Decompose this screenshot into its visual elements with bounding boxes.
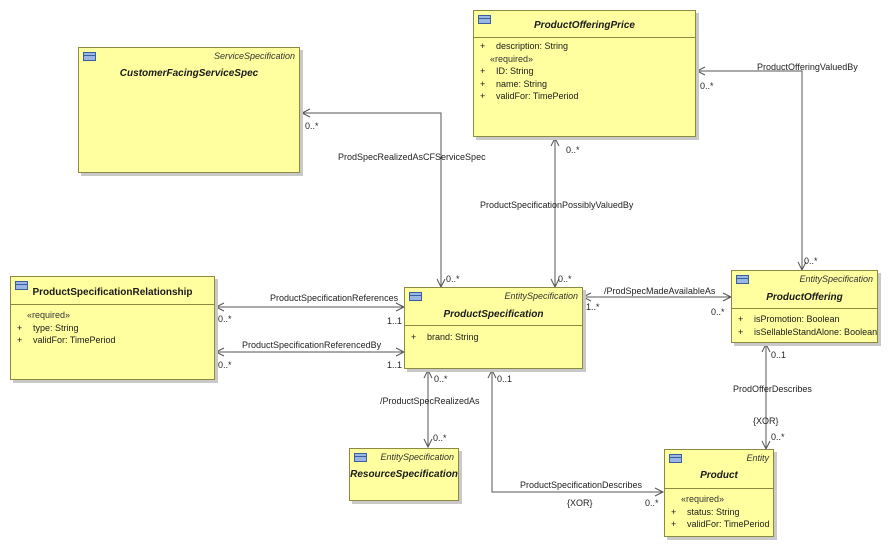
multiplicity: 0..* — [446, 274, 460, 284]
attribute-list: «required» +status: String +validFor: Ti… — [671, 493, 770, 531]
multiplicity: 0..* — [434, 374, 448, 384]
class-product-specification-relationship[interactable]: ProductSpecificationRelationship «requir… — [10, 276, 215, 380]
assoc-realized-as-cf-line — [302, 112, 442, 287]
attribute: +type: String — [17, 322, 79, 333]
assoc-label-made-available-as: /ProdSpecMadeAvailableAs — [604, 286, 716, 296]
compartment-separator — [732, 308, 877, 309]
multiplicity: 0..1 — [497, 374, 513, 384]
stereotype: Entity — [746, 453, 769, 463]
class-name: CustomerFacingServiceSpec — [119, 68, 259, 79]
multiplicity: 0..* — [433, 433, 447, 443]
assoc-offering-valued-by-line — [697, 70, 803, 270]
class-icon — [354, 453, 367, 462]
stereotype-required: «required» — [681, 494, 725, 504]
attribute: +validFor: TimePeriod — [671, 519, 770, 529]
multiplicity: 0..* — [771, 432, 785, 442]
compartment-separator — [405, 325, 582, 326]
multiplicity: 1..* — [586, 302, 600, 312]
multiplicity: 0..* — [700, 81, 714, 91]
attribute: +validFor: TimePeriod — [480, 91, 579, 101]
class-icon — [478, 15, 491, 24]
attribute: +validFor: TimePeriod — [17, 335, 116, 345]
assoc-label-referenced-by: ProductSpecificationReferencedBy — [242, 340, 382, 350]
class-name: ProductSpecificationRelationship — [32, 287, 193, 298]
assoc-label-possibly-valued-by: ProductSpecificationPossiblyValuedBy — [480, 200, 634, 210]
attribute: +isSellableStandAlone: Boolean — [738, 326, 878, 337]
assoc-label-offer-describes: ProdOfferDescribes — [733, 384, 812, 394]
assoc-label-references: ProductSpecificationReferences — [270, 293, 399, 303]
arrowhead-prod-left — [654, 487, 665, 497]
class-name: ResourceSpecification — [350, 469, 458, 480]
multiplicity: 1..1 — [387, 360, 403, 370]
arrowhead-psr-refby — [214, 347, 225, 357]
arrowhead-pop-right — [695, 66, 706, 76]
class-name: ProductOfferingPrice — [534, 20, 635, 31]
class-icon — [736, 275, 749, 284]
class-icon — [669, 454, 682, 463]
multiplicity: 1..1 — [387, 316, 403, 326]
arrowhead-ps-bottom-left — [423, 368, 433, 379]
multiplicity: 0..1 — [771, 350, 787, 360]
arrowhead-rs-top — [423, 438, 433, 449]
attribute: +brand: String — [411, 332, 479, 342]
xor-constraint: {XOR} — [753, 416, 779, 426]
multiplicity: 0..* — [566, 145, 580, 155]
attribute: +status: String — [671, 506, 740, 517]
assoc-label-describes: ProductSpecificationDescribes — [520, 480, 643, 490]
arrowhead-cfss — [300, 108, 311, 118]
stereotype-required: «required» — [27, 310, 71, 320]
attribute: +isPromotion: Boolean — [738, 314, 840, 324]
multiplicity: 0..* — [218, 360, 232, 370]
attribute-list: «required» +type: String +validFor: Time… — [17, 309, 116, 347]
assoc-label-realized-as-cf: ProdSpecRealizedAsCFServiceSpec — [338, 152, 486, 162]
attribute-list: +brand: String — [411, 331, 479, 344]
attribute: +name: String — [480, 78, 548, 89]
stereotype: EntitySpecification — [504, 291, 578, 301]
class-icon — [15, 281, 28, 290]
class-name: Product — [700, 470, 738, 481]
multiplicity: 0..* — [645, 498, 659, 508]
arrowhead-psr-ref — [214, 302, 225, 312]
compartment-separator — [11, 304, 214, 305]
stereotype-required: «required» — [490, 53, 534, 64]
class-product-offering[interactable]: EntitySpecification ProductOffering +isP… — [731, 270, 878, 343]
attribute-list: +isPromotion: Boolean +isSellableStandAl… — [738, 313, 877, 338]
class-icon — [409, 292, 422, 301]
class-icon — [83, 52, 96, 61]
stereotype: EntitySpecification — [799, 274, 873, 284]
multiplicity: 0..* — [711, 307, 725, 317]
class-name: ProductOffering — [766, 292, 843, 303]
stereotype: ServiceSpecification — [213, 51, 295, 61]
assoc-label-realized-as: /ProductSpecRealizedAs — [380, 396, 480, 406]
assoc-describes-line — [491, 370, 663, 493]
multiplicity: 0..* — [558, 274, 572, 284]
compartment-separator — [665, 488, 773, 489]
attribute: +description: String — [480, 41, 569, 51]
class-customer-facing-service-spec[interactable]: ServiceSpecification CustomerFacingServi… — [78, 47, 300, 173]
multiplicity: 0..* — [804, 256, 818, 266]
multiplicity: 0..* — [218, 314, 232, 324]
class-product-specification[interactable]: EntitySpecification ProductSpecification… — [404, 287, 583, 369]
arrowhead-pop-bottom — [550, 136, 560, 147]
attribute-list: +description: String «required» +ID: Str… — [480, 40, 579, 103]
class-name: ProductSpecification — [443, 309, 544, 320]
class-product[interactable]: Entity Product «required» +status: Strin… — [664, 449, 774, 537]
multiplicity: 0..* — [305, 121, 319, 131]
assoc-label-offering-valued-by: ProductOfferingValuedBy — [757, 62, 858, 72]
arrowhead-ps-avail — [581, 292, 592, 302]
compartment-separator — [474, 37, 695, 38]
xor-constraint: {XOR} — [567, 498, 593, 508]
class-product-offering-price[interactable]: ProductOfferingPrice +description: Strin… — [473, 10, 696, 137]
stereotype: EntitySpecification — [380, 452, 454, 462]
arrowhead-po-bottom — [761, 342, 771, 353]
class-resource-specification[interactable]: EntitySpecification ResourceSpecificatio… — [349, 448, 459, 501]
attribute: +ID: String — [480, 66, 534, 76]
arrowhead-ps-bottom-right — [487, 368, 497, 379]
